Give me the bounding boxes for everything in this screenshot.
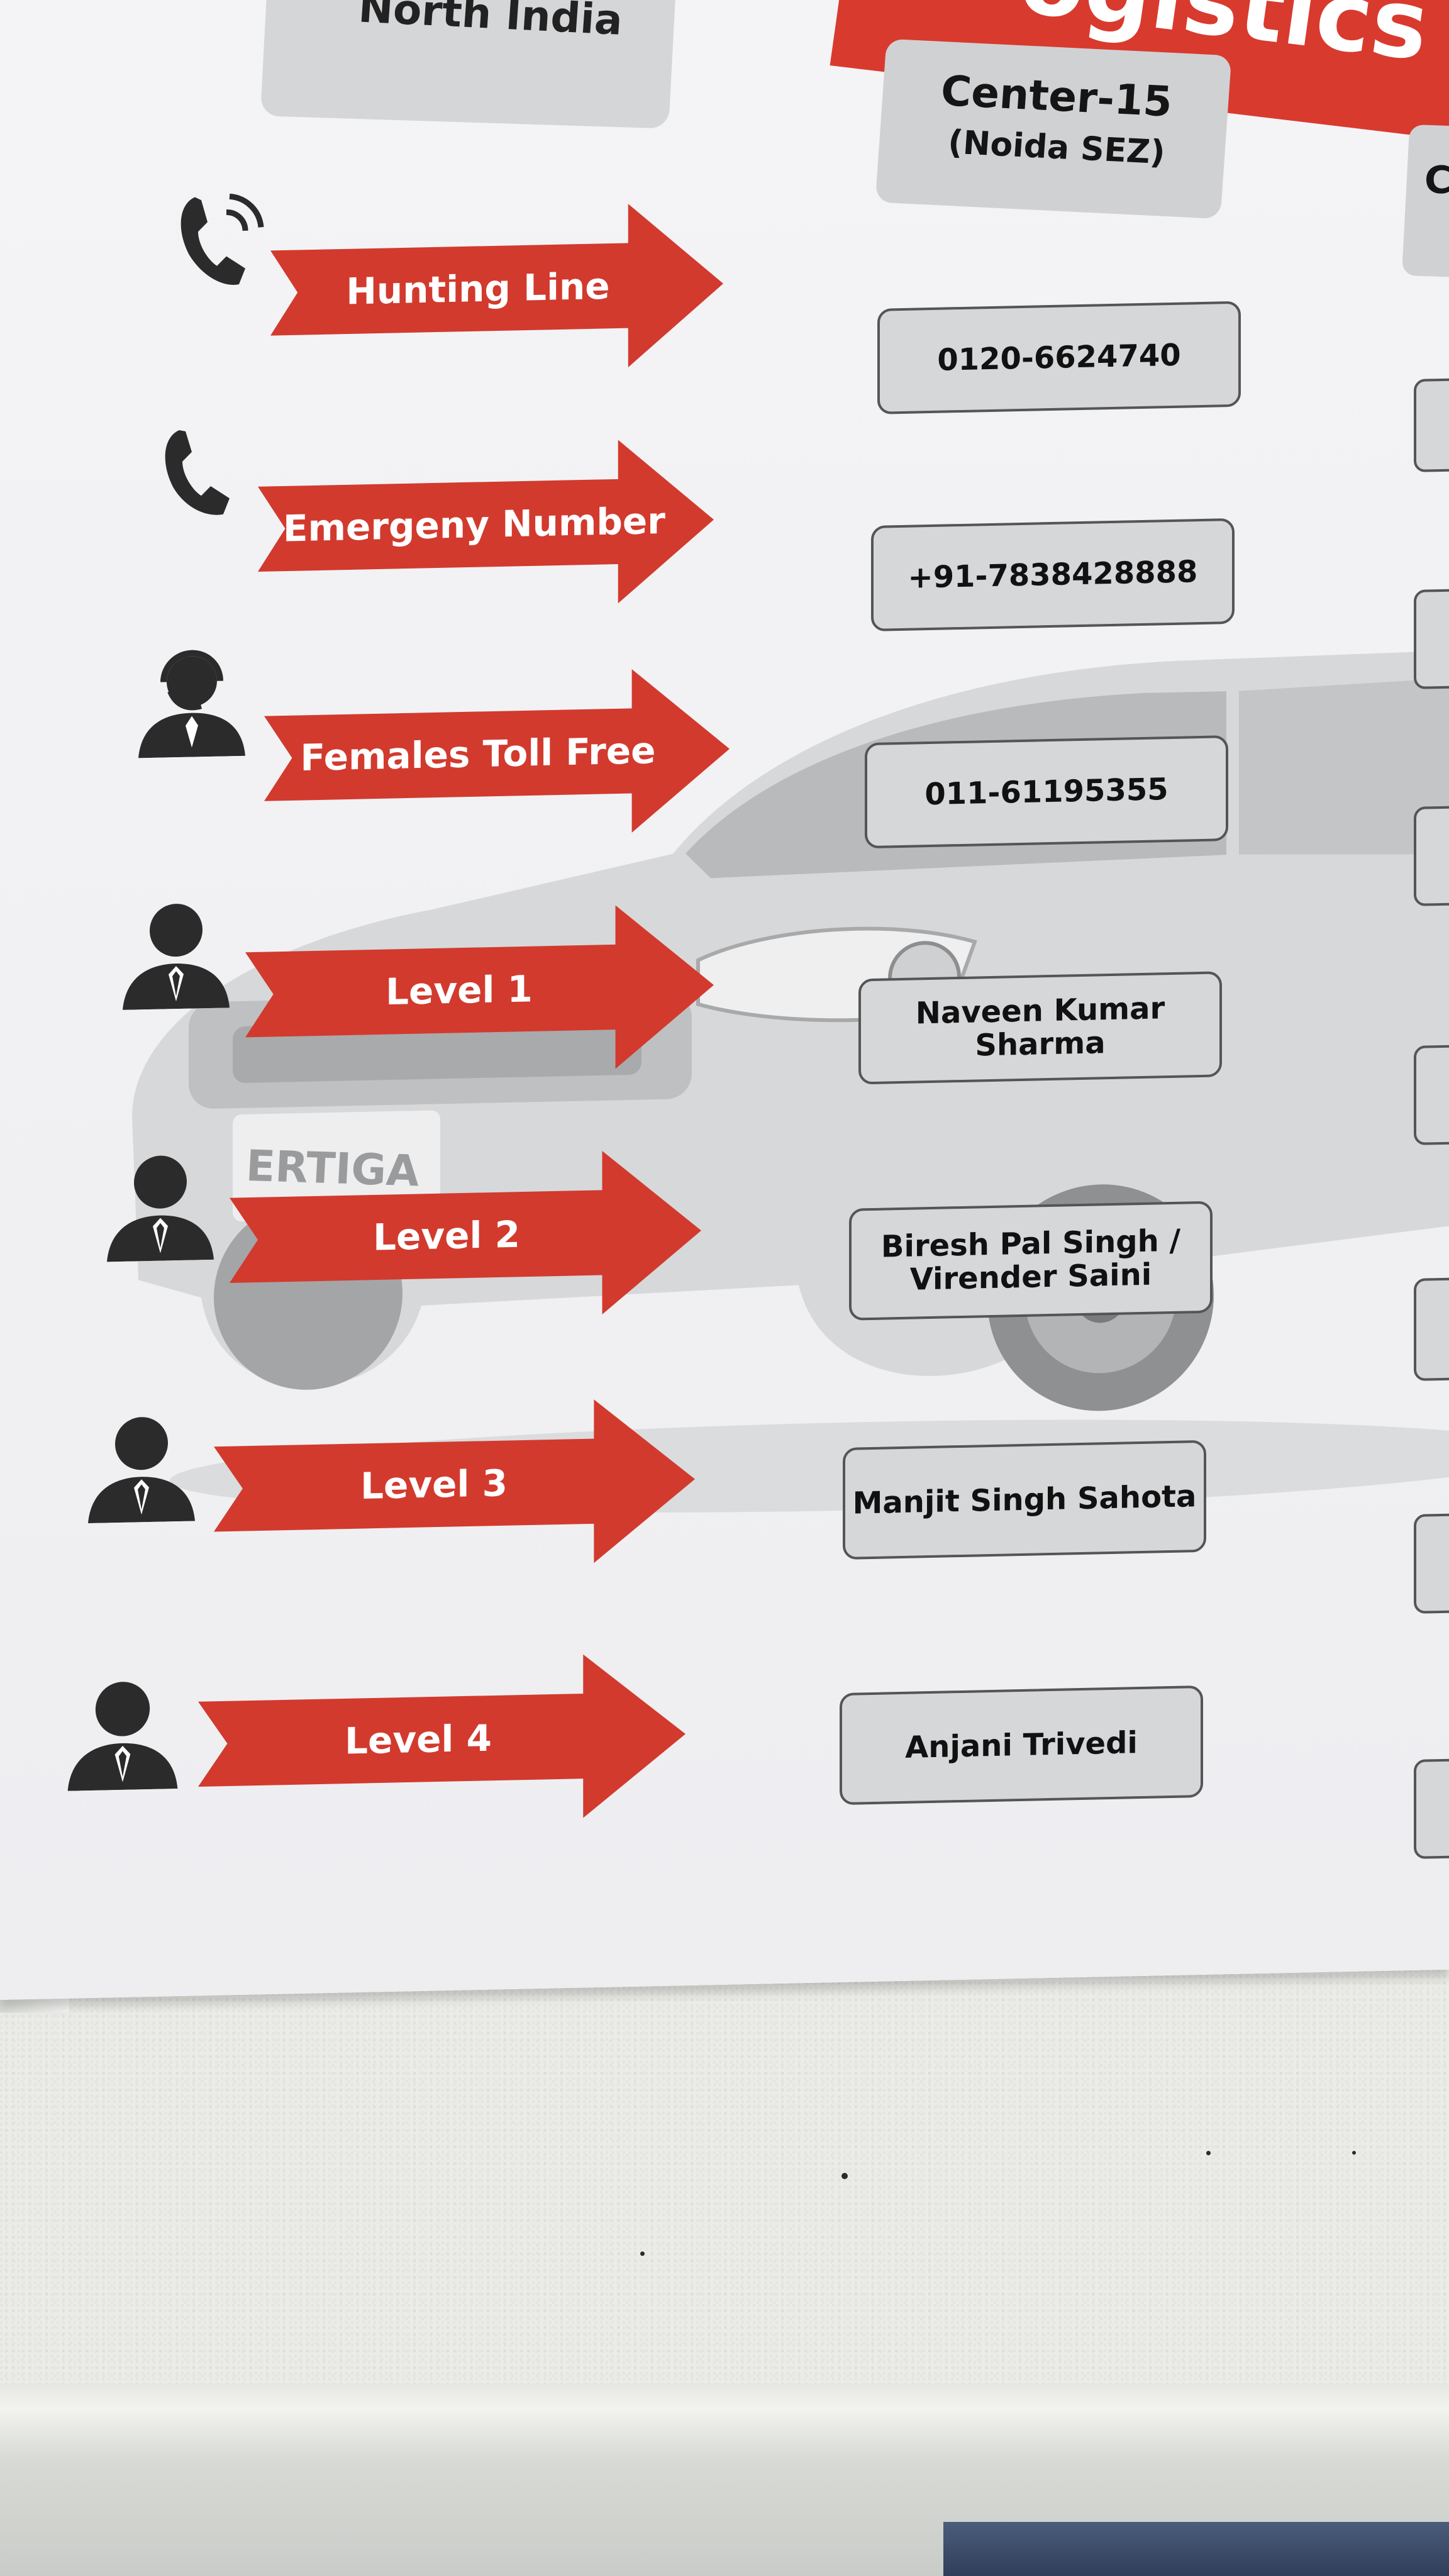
escalation-poster: ERTIGA North India ogistics T Center-15 … [0, 0, 1449, 2001]
row-value: 011-61195355 [865, 735, 1228, 849]
person-icon [107, 1155, 214, 1262]
next-column-cell [1414, 1044, 1449, 1145]
wall-mark [1206, 2151, 1211, 2155]
row-value: 0120-6624740 [877, 301, 1241, 414]
phone-icon [165, 430, 230, 515]
phone-ringing-icon [180, 193, 264, 285]
row-label: Level 1 [386, 967, 533, 1014]
row-value: Naveen Kumar Sharma [858, 971, 1222, 1085]
person-icon [88, 1417, 195, 1524]
row-label: Level 3 [360, 1462, 508, 1507]
person-icon [123, 904, 230, 1010]
row-value: Biresh Pal Singh / Virender Saini [849, 1201, 1213, 1321]
row-label: Emergeny Number [283, 499, 665, 550]
row-label: Level 2 [373, 1213, 520, 1259]
wall-mark [841, 2173, 848, 2179]
row-value: Anjani Trivedi [840, 1685, 1203, 1806]
row-value: Manjit Singh Sahota [843, 1440, 1206, 1560]
car-badge: ERTIGA [245, 1141, 421, 1197]
next-column-cell [1414, 588, 1449, 689]
wall-mark [640, 2251, 645, 2256]
next-column-initial: C [1424, 158, 1449, 203]
headset-person-icon [138, 650, 245, 758]
next-column-cell [1414, 1277, 1449, 1381]
wall-mark [1352, 2151, 1356, 2155]
next-column-cell [1414, 377, 1449, 472]
person-icon [67, 1682, 178, 1791]
next-column-cell [1414, 1758, 1449, 1859]
row-label: Females Toll Free [300, 729, 656, 779]
row-label: Hunting Line [346, 264, 610, 313]
row-label: Level 4 [345, 1716, 492, 1763]
next-column-cell [1414, 1513, 1449, 1614]
next-column-cell [1414, 805, 1449, 906]
row-value: +91-7838428888 [871, 518, 1235, 631]
floor-strip [943, 2522, 1449, 2576]
